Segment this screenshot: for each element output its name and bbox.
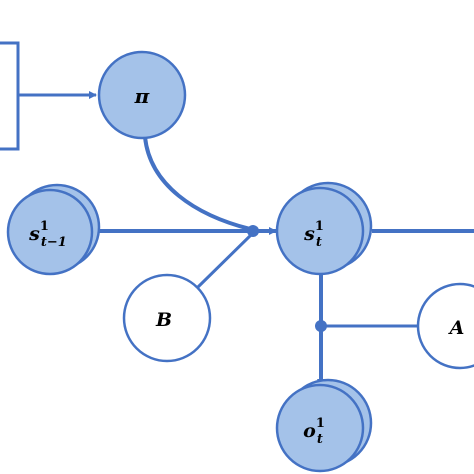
node-B: B — [122, 273, 212, 363]
node-pi-label: π — [134, 84, 150, 108]
junction-dot-transition — [247, 225, 259, 237]
edge-pi-to-junction — [143, 136, 251, 231]
node-A-label: A — [448, 317, 465, 339]
node-pi: π — [97, 50, 187, 140]
left-factor-box — [0, 41, 20, 151]
node-A: A — [416, 282, 474, 370]
junction-dot-likelihood — [315, 320, 327, 332]
node-B-label: B — [155, 309, 172, 331]
edge-B-to-junction — [196, 231, 255, 289]
